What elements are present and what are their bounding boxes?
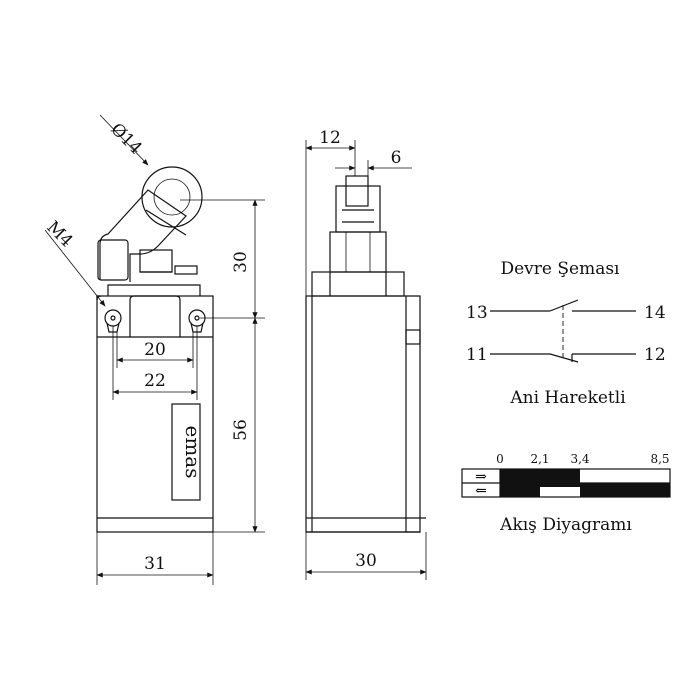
arrow-left-icon: ⇐ [475, 483, 487, 499]
terminal-13: 13 [466, 303, 488, 323]
dim-hole-spacing-outer: 22 [144, 371, 166, 391]
flow-diagram: 0 2,1 3,4 8,5 ⇒ ⇐ Akış Diyagramı [461, 452, 671, 535]
svg-text:emas: emas [181, 426, 205, 479]
dim-roller-diameter: Ø14 [106, 119, 145, 158]
dim-plunger: 12 [319, 128, 341, 148]
roller [141, 166, 203, 228]
tick-0: 0 [496, 452, 504, 466]
dim-thread: M4 [42, 217, 76, 251]
brand-logo: emas [171, 403, 205, 501]
tick-2-1: 2,1 [530, 452, 549, 466]
arrow-right-icon: ⇒ [475, 469, 487, 485]
front-view: emas Ø14 M4 30 56 20 22 31 [42, 114, 265, 585]
circuit-title: Devre Şeması [500, 259, 620, 279]
tick-3-4: 3,4 [570, 452, 589, 466]
dim-offset: 6 [391, 148, 402, 168]
flow-title: Akış Diyagramı [499, 515, 632, 535]
dim-hole-spacing-inner: 20 [144, 340, 166, 360]
dim-actuator-height: 30 [231, 251, 251, 273]
circuit-diagram: Devre Şeması 13 14 11 12 Ani Hareketli [466, 259, 666, 408]
plunger [329, 175, 387, 273]
terminal-11: 11 [466, 345, 488, 365]
terminal-14: 14 [644, 303, 666, 323]
action-label: Ani Hareketli [509, 388, 626, 408]
flow-bar-nc [500, 483, 540, 497]
head-top [107, 284, 201, 296]
side-view: 12 6 30 [305, 128, 427, 580]
dim-width: 31 [144, 554, 166, 574]
tick-8-5: 8,5 [650, 452, 669, 466]
roller-lever [97, 166, 203, 282]
flow-bar-no [580, 483, 670, 497]
dim-body-height: 56 [231, 419, 251, 441]
side-body [305, 295, 407, 533]
dim-depth: 30 [355, 551, 377, 571]
terminal-12: 12 [644, 345, 666, 365]
